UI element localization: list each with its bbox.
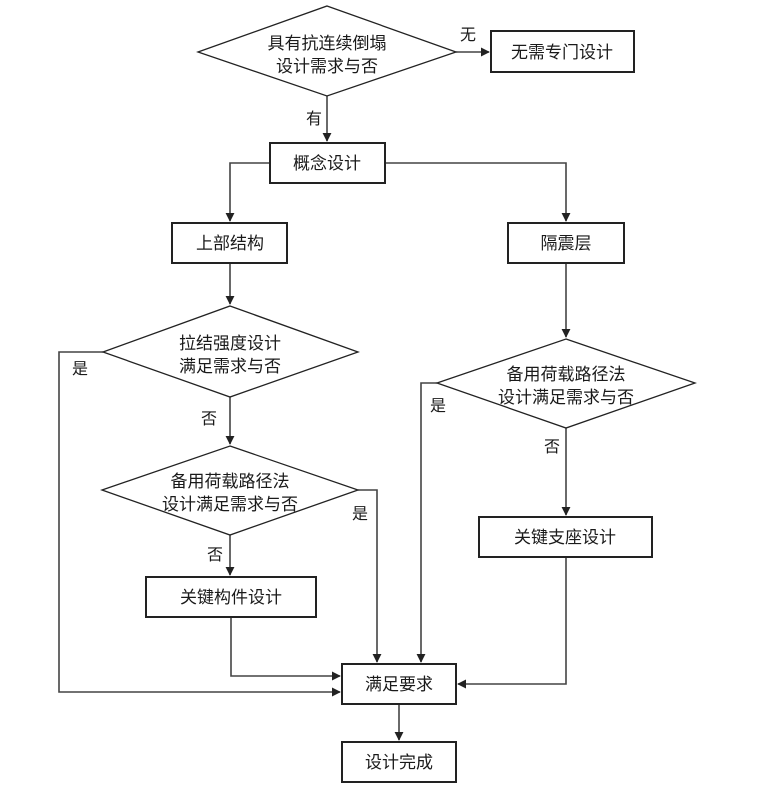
process-text: 设计完成 (365, 753, 433, 773)
process-box-shape (145, 576, 317, 618)
decision-text-line-2: 设计满足需求与否 (498, 388, 634, 408)
edge-label-altpath-right-yes: 是 (430, 396, 446, 415)
edge-concept-to-superstructure (225, 162, 270, 222)
edge-label-has: 有 (306, 109, 322, 128)
process-text: 概念设计 (293, 153, 361, 174)
decision-collapse-resistance-need: 具有抗连续倒塌 设计需求与否 (196, 5, 458, 97)
process-text: 关键构件设计 (180, 588, 282, 608)
decision-text-line-1: 拉结强度设计 (179, 334, 281, 354)
edge-labels: 无 有 是 否 是 否 是 否 (72, 25, 560, 564)
decision-text-line-2: 设计需求与否 (276, 57, 378, 77)
decision-alternate-path-superstructure: 备用荷载路径法 设计满足需求与否 (100, 445, 360, 536)
decision-diamond-shape (435, 338, 697, 429)
decision-text-line-1: 备用荷载路径法 (507, 365, 626, 385)
process-superstructure: 上部结构 (171, 222, 288, 264)
process-box-shape (490, 30, 635, 73)
process-box-shape (507, 222, 625, 264)
process-box-shape (341, 741, 457, 783)
process-box-shape (478, 516, 653, 558)
process-box-shape (269, 142, 386, 184)
decision-diamond-shape (101, 305, 360, 398)
edge-altpath-left-yes (358, 489, 382, 663)
decision-text-line-1: 备用荷载路径法 (171, 472, 290, 492)
edge-concept-to-isolation (385, 162, 571, 222)
edge-tie-yes (58, 351, 341, 697)
edge-altpath-right-yes (416, 382, 437, 663)
decision-text-line-2: 满足需求与否 (179, 357, 281, 377)
process-concept-design: 概念设计 (269, 142, 386, 184)
process-text: 满足要求 (365, 675, 433, 695)
process-key-member-design: 关键构件设计 (145, 576, 317, 618)
decision-diamond-shape (196, 5, 458, 97)
edges (58, 47, 571, 741)
process-design-complete: 设计完成 (341, 741, 457, 783)
edge-key-bearing-to-satisfy (457, 557, 567, 689)
edge-label-no: 无 (460, 25, 476, 44)
process-isolation-layer: 隔震层 (507, 222, 625, 264)
decision-tie-strength: 拉结强度设计 满足需求与否 (101, 305, 360, 398)
process-text: 上部结构 (196, 234, 264, 254)
decision-alternate-path-isolation: 备用荷载路径法 设计满足需求与否 (435, 338, 697, 429)
edge-label-altpath-left-yes: 是 (352, 504, 368, 523)
process-box-shape (171, 222, 288, 264)
edge-key-member-to-satisfy (230, 617, 341, 681)
process-text: 隔震层 (541, 234, 592, 254)
process-requirements-met: 满足要求 (341, 663, 457, 705)
process-text: 关键支座设计 (514, 528, 616, 548)
decision-text-line-1: 具有抗连续倒塌 (268, 34, 387, 54)
process-key-bearing-design: 关键支座设计 (478, 516, 653, 558)
decision-diamond-shape (100, 445, 360, 536)
process-box-shape (341, 663, 457, 705)
process-text: 无需专门设计 (511, 43, 613, 63)
edge-label-tie-no: 否 (201, 409, 217, 428)
edge-label-altpath-right-no: 否 (544, 437, 560, 456)
edge-label-tie-yes: 是 (72, 359, 88, 378)
decision-text-line-2: 设计满足需求与否 (162, 495, 298, 515)
edge-label-altpath-left-no: 否 (207, 545, 223, 564)
process-no-special-design: 无需专门设计 (490, 30, 635, 73)
